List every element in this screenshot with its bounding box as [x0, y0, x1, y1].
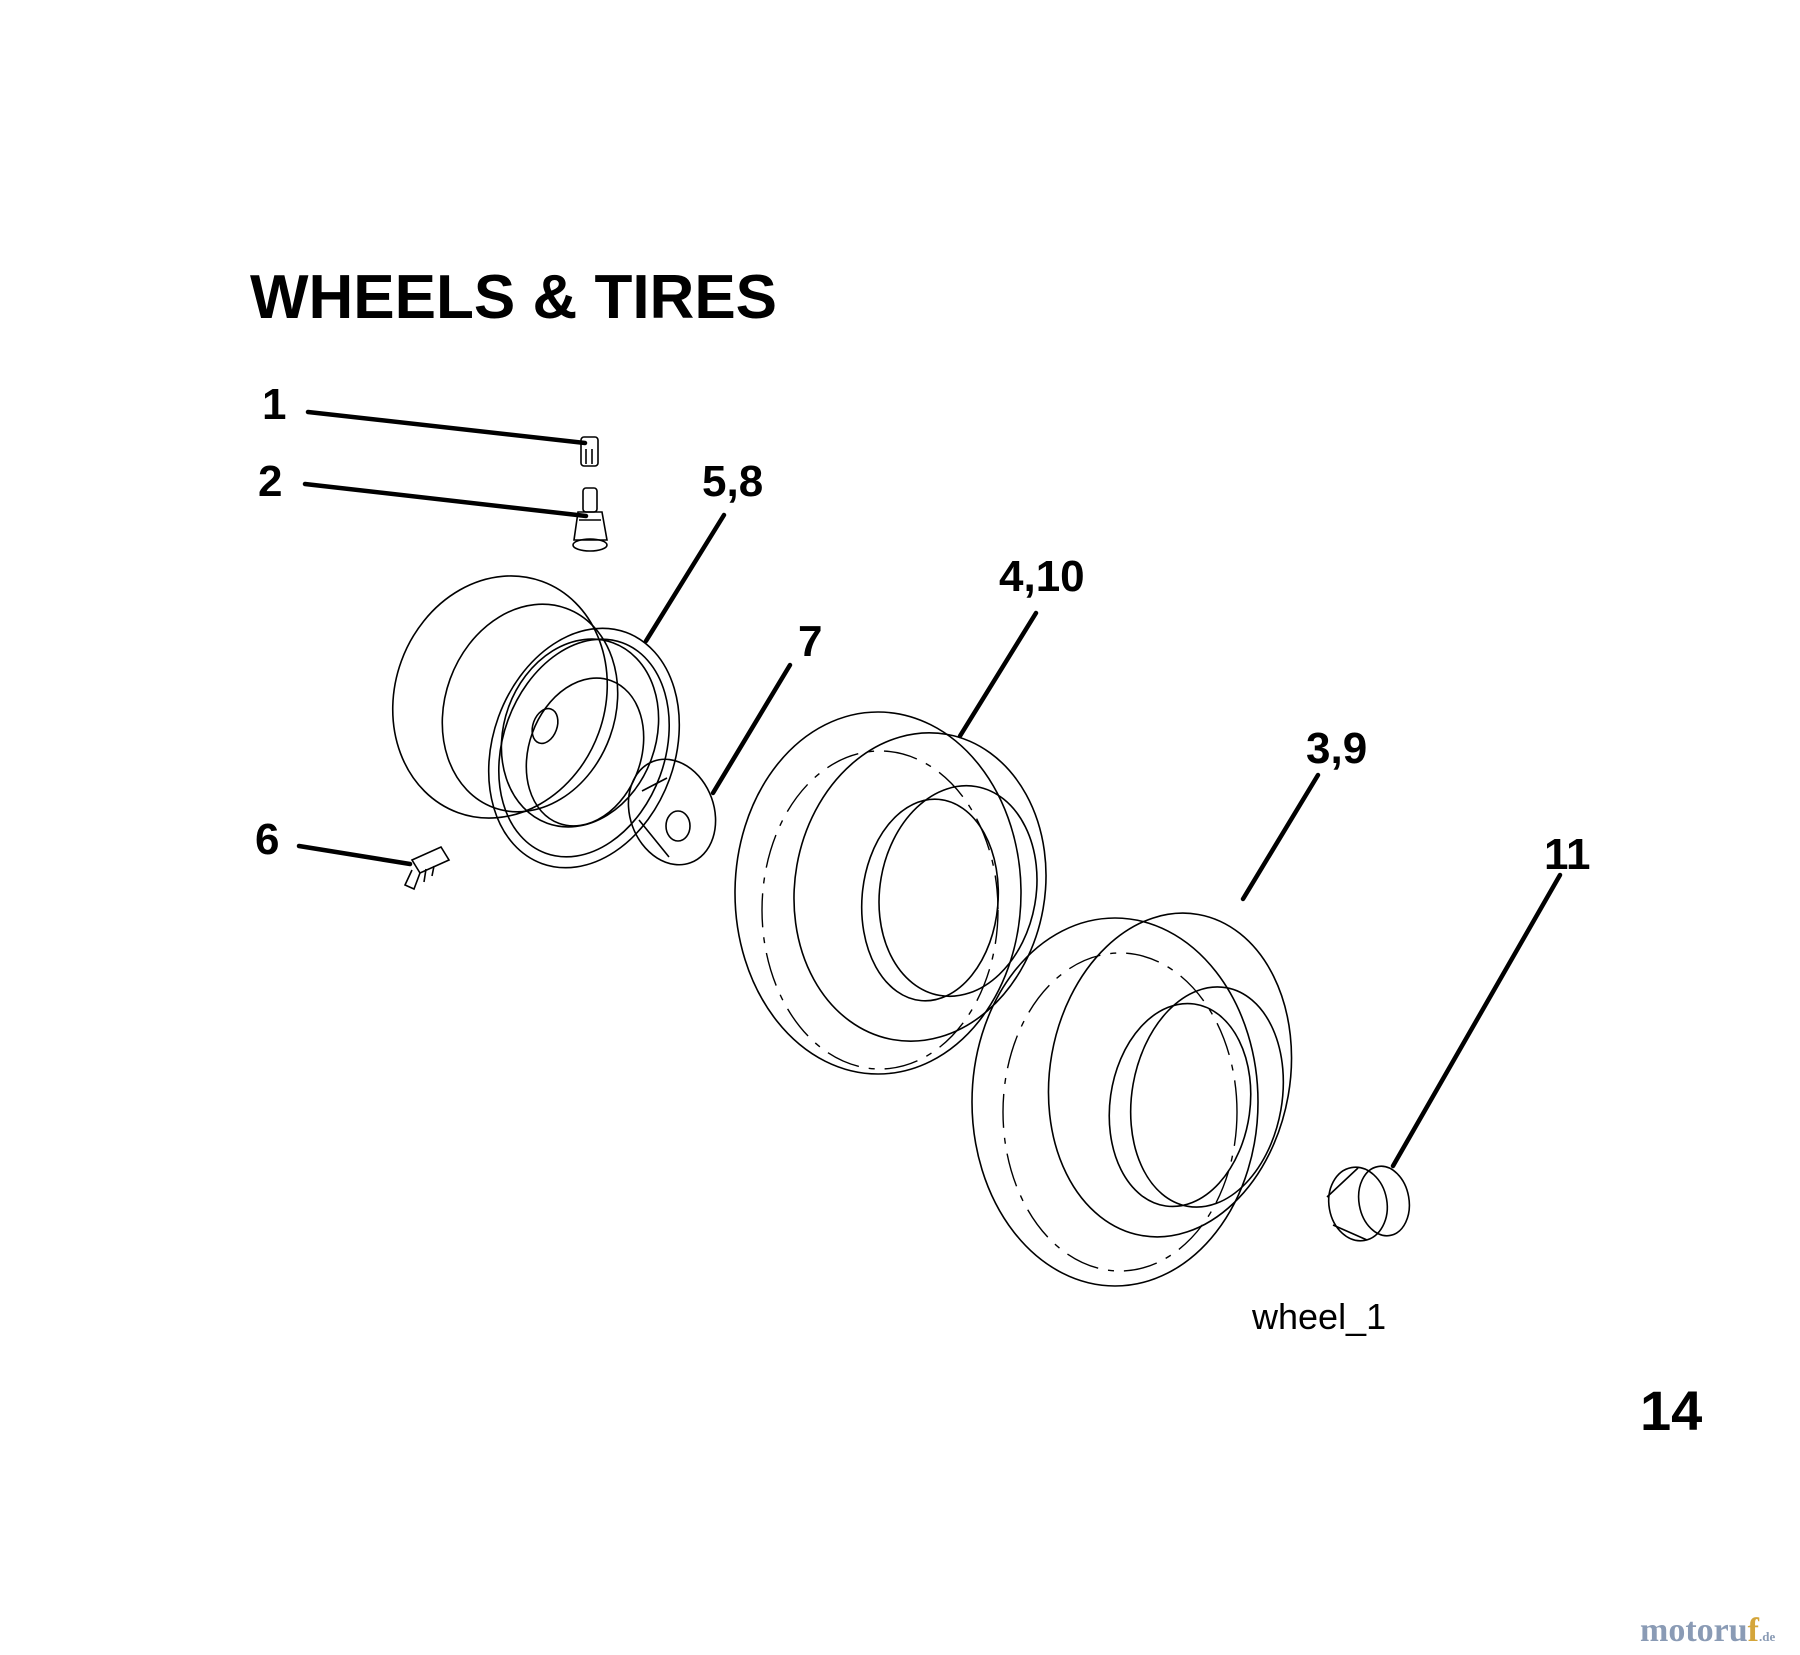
leader-line-5-8 — [643, 512, 727, 644]
leader-line-6 — [296, 843, 413, 867]
leader-lines — [296, 409, 1563, 1169]
leader-line-1 — [305, 409, 588, 446]
valve-stem-part — [572, 487, 608, 552]
grease-fitting-part — [403, 845, 451, 891]
watermark-main: motoru — [1640, 1612, 1748, 1649]
leader-line-4-10 — [957, 610, 1039, 739]
callout-4-10: 4,10 — [999, 552, 1085, 601]
leader-line-11 — [1390, 872, 1563, 1169]
diagram-title: WHEELS & TIRES — [250, 263, 778, 332]
hub-cap-part — [1326, 1165, 1411, 1242]
callout-6: 6 — [255, 815, 280, 864]
callout-11: 11 — [1544, 830, 1591, 879]
watermark-suffix: .de — [1758, 1629, 1776, 1644]
leader-line-3-9 — [1240, 772, 1321, 902]
callout-1: 1 — [262, 380, 287, 429]
leader-line-7 — [710, 662, 793, 796]
callout-5-8: 5,8 — [702, 457, 764, 506]
wheel-rim-part — [391, 575, 681, 869]
callout-3-9: 3,9 — [1306, 724, 1368, 773]
front-tire-part — [734, 711, 1047, 1075]
callout-2: 2 — [258, 457, 283, 506]
page-number: 14 — [1640, 1379, 1703, 1442]
bushing-part — [627, 758, 717, 866]
valve-cap-part — [580, 436, 599, 467]
callout-7: 7 — [798, 617, 823, 666]
figure-id: wheel_1 — [1252, 1296, 1387, 1337]
watermark-accent: f — [1747, 1612, 1759, 1649]
rear-tire-part — [971, 912, 1293, 1287]
leader-line-2 — [302, 481, 589, 519]
watermark-logo: motoruf.de — [1640, 1612, 1775, 1650]
